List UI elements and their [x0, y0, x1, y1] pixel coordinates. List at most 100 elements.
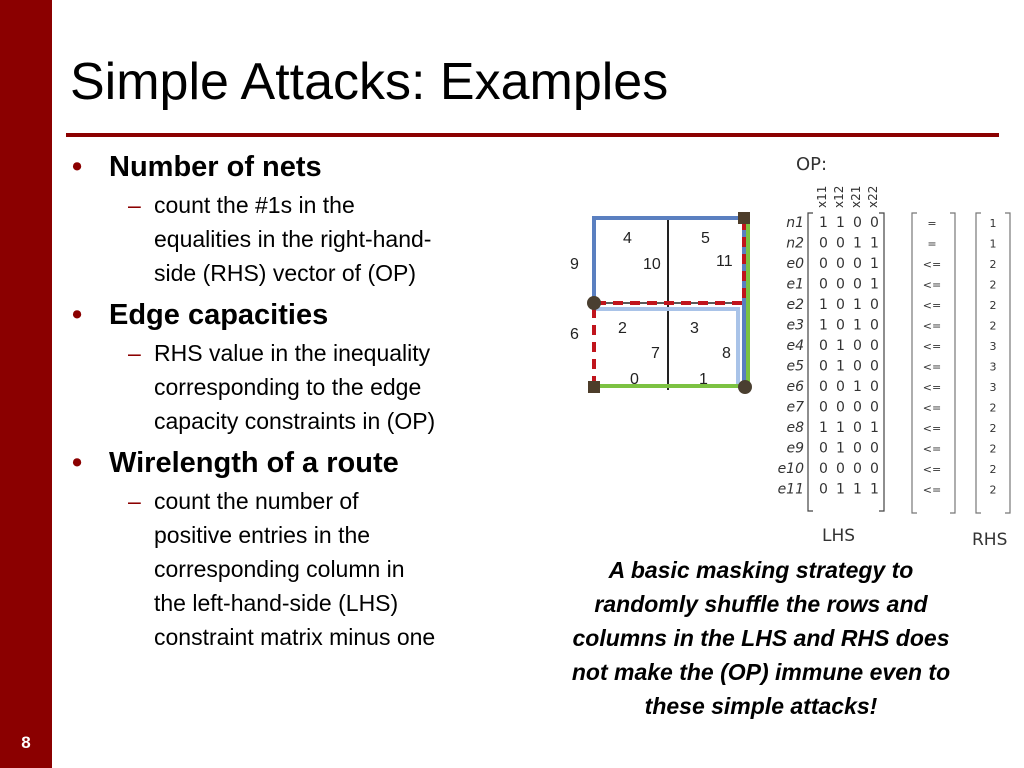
op-rhs-value: 2 — [990, 402, 997, 415]
op-matrix-cell: 0 — [853, 256, 862, 272]
op-matrix-cell: 0 — [853, 215, 862, 231]
op-row-label: e10 — [778, 461, 805, 477]
pin-square-bottom-left — [588, 381, 600, 393]
op-matrix-cell: 1 — [870, 256, 879, 272]
rhs-bracket-left — [975, 212, 981, 514]
sub-bullet-dash: – — [128, 488, 141, 514]
op-row-label: e0 — [786, 256, 804, 272]
op-operator: <= — [923, 361, 941, 374]
op-row-label: e6 — [786, 379, 804, 395]
route-blue — [592, 216, 746, 386]
op-rhs-value: 3 — [990, 381, 997, 394]
op-matrix-cell: 0 — [870, 441, 879, 457]
sub-bullet-line: equalities in the right-hand- — [154, 226, 432, 252]
op-matrix-cell: 1 — [836, 338, 845, 354]
op-row-label: e8 — [786, 420, 804, 436]
bullet-wirelength: •Wirelength of a route — [70, 446, 510, 480]
caption: A basic masking strategy to randomly shu… — [522, 553, 1000, 723]
op-row-label: e9 — [786, 441, 804, 457]
op-operator: <= — [923, 279, 941, 292]
op-matrix-cell: 0 — [870, 379, 879, 395]
lhs-bracket-right — [879, 212, 885, 512]
op-matrix-cell: 0 — [819, 441, 828, 457]
op-operator: <= — [923, 463, 941, 476]
sub-bullet-line: RHS value in the inequality — [154, 340, 431, 366]
op-operator: = — [927, 238, 936, 251]
op-matrix-cell: 1 — [870, 420, 879, 436]
op-column-label: x11 — [815, 186, 829, 208]
sub-bullet-line: corresponding to the edge — [154, 374, 422, 400]
op-matrix-cell: 0 — [819, 236, 828, 252]
op-column-label: x21 — [849, 186, 863, 208]
op-rhs-value: 2 — [990, 443, 997, 456]
pin-square-top-right — [738, 212, 750, 224]
op-operator: <= — [923, 258, 941, 271]
rhs-bracket-right — [1005, 212, 1011, 514]
op-matrix-cell: 0 — [853, 277, 862, 293]
op-matrix-cell: 0 — [819, 256, 828, 272]
op-matrix-cell: 0 — [819, 482, 828, 498]
caption-line: randomly shuffle the rows and — [594, 591, 928, 617]
sub-bullet-line: constraint matrix minus one — [154, 624, 436, 650]
op-matrix-cell: 1 — [853, 482, 862, 498]
op-matrix-cell: 1 — [836, 359, 845, 375]
op-matrix-cell: 0 — [870, 338, 879, 354]
op-matrix-cell: 0 — [870, 297, 879, 313]
edge-label: 4 — [623, 230, 632, 247]
caption-line: A basic masking strategy to — [608, 557, 914, 583]
op-title: OP: — [796, 154, 827, 175]
op-row-label: e1 — [786, 277, 804, 293]
route-red-dashed — [592, 218, 746, 386]
edge-label: 2 — [618, 320, 627, 337]
sub-bullet-line: count the number of — [154, 488, 359, 514]
op-matrix-cell: 1 — [870, 236, 879, 252]
op-matrix-cell: 1 — [819, 297, 828, 313]
op-column-label: x22 — [866, 186, 880, 208]
op-matrix-cell: 0 — [870, 359, 879, 375]
op-matrix-cell: 1 — [870, 277, 879, 293]
op-matrix-cell: 0 — [870, 215, 879, 231]
op-matrix-cell: 0 — [853, 441, 862, 457]
op-operator: <= — [923, 320, 941, 333]
op-matrix-cell: 0 — [836, 277, 845, 293]
edge-label: 8 — [722, 345, 731, 362]
bullet-heading: Number of nets — [109, 151, 322, 183]
op-row-label: n2 — [786, 236, 804, 252]
bullet-dot: • — [72, 299, 83, 331]
op-matrix-cell: 0 — [836, 297, 845, 313]
op-column-label: x12 — [832, 186, 846, 208]
op-matrix-cell: 0 — [836, 400, 845, 416]
op-matrix-cell: 1 — [819, 420, 828, 436]
bullet-dot: • — [72, 447, 83, 479]
op-matrix-cell: 0 — [853, 400, 862, 416]
bullet-heading: Edge capacities — [109, 299, 329, 331]
op-operator: <= — [923, 340, 941, 353]
op-rhs-value: 1 — [990, 217, 997, 230]
op-matrix-cell: 1 — [836, 441, 845, 457]
op-rhs-value: 3 — [990, 361, 997, 374]
op-rhs-value: 1 — [990, 238, 997, 251]
edge-label: 6 — [570, 326, 579, 343]
caption-line: these simple attacks! — [644, 693, 878, 719]
op-matrix-cell: 1 — [819, 318, 828, 334]
route-light-blue — [594, 307, 740, 386]
op-operator: <= — [923, 381, 941, 394]
op-operator: <= — [923, 484, 941, 497]
sub-bullet-line: positive entries in the — [154, 522, 371, 548]
edge-label: 7 — [651, 345, 660, 362]
sub-bullet-line: side (RHS) vector of (OP) — [154, 260, 416, 286]
op-operator: <= — [923, 422, 941, 435]
op-matrix-cell: 0 — [870, 400, 879, 416]
op-matrix-cell: 0 — [819, 379, 828, 395]
sub-bullet-number-of-nets: – count the #1s in the equalities in the… — [70, 188, 510, 290]
sub-bullet-dash: – — [128, 340, 141, 366]
op-matrix-cell: 0 — [836, 256, 845, 272]
routing-grid-figure: 4 5 9 10 11 6 2 3 7 8 0 1 — [570, 212, 752, 394]
op-matrix-cell: 1 — [853, 379, 862, 395]
op-matrix-cell: 1 — [819, 215, 828, 231]
bullet-dot: • — [72, 151, 83, 183]
op-matrix-cell: 1 — [836, 420, 845, 436]
bullet-edge-capacities: • Edge capacities — [70, 298, 510, 332]
op-rhs-value: 2 — [990, 258, 997, 271]
